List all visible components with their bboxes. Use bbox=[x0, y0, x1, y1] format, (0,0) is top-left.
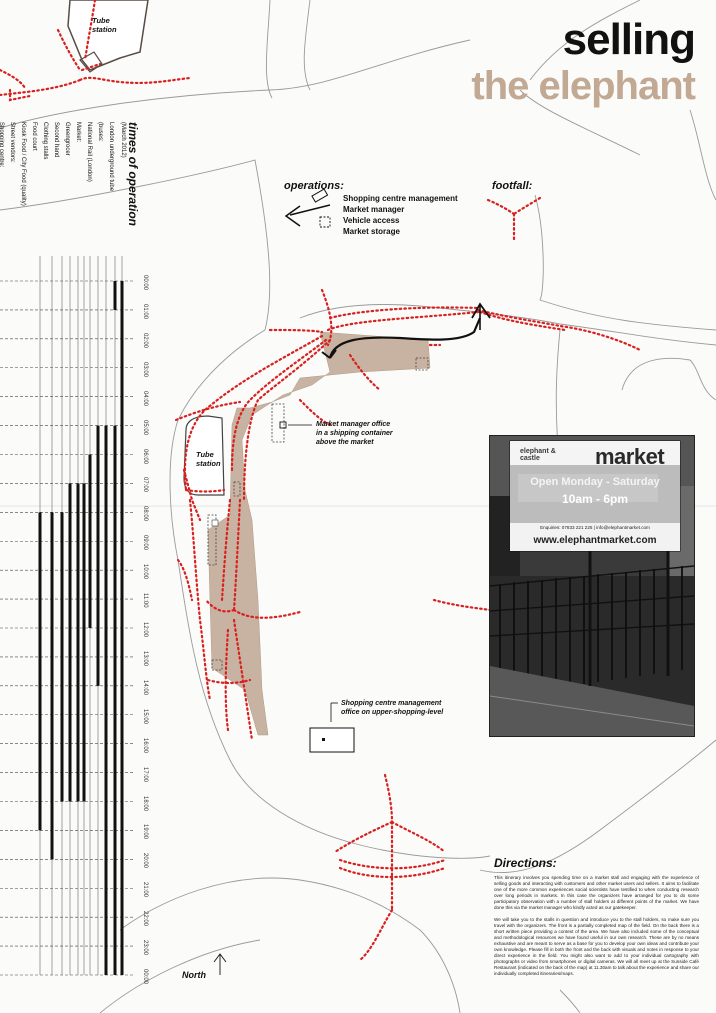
tube-station-top-label: Tube station bbox=[92, 16, 117, 34]
tube-label-line2: station bbox=[92, 25, 117, 34]
times-row-label: Clothing stalls bbox=[42, 122, 48, 160]
shopping-centre-office-box bbox=[309, 727, 355, 753]
title-line2: the elephant bbox=[471, 64, 696, 108]
times-row-label: National Rail (London) bbox=[86, 122, 92, 182]
market-area bbox=[207, 331, 431, 736]
market-sign-photo: elephant & castle market Open Monday - S… bbox=[489, 435, 695, 737]
times-row-label: Greengrocer bbox=[64, 122, 70, 156]
north-label: North bbox=[182, 970, 206, 980]
hour-label: 22:00 bbox=[142, 911, 148, 927]
times-header: times of operation (March 2012) London u… bbox=[0, 122, 160, 282]
hour-label: 18:00 bbox=[142, 795, 148, 811]
hour-label: 00:00 bbox=[142, 969, 148, 985]
operations-legend-list: Shopping centre management Market manage… bbox=[343, 193, 458, 237]
railings bbox=[490, 565, 694, 637]
market-storage-boxes bbox=[207, 357, 429, 671]
sign-brand: elephant & castle bbox=[520, 448, 556, 462]
hour-label: 20:00 bbox=[142, 853, 148, 869]
operations-legend-symbols bbox=[284, 188, 331, 228]
times-row-labels: London underground tube (buses: National R… bbox=[0, 122, 116, 221]
ops-item-shopping-centre: Shopping centre management bbox=[343, 194, 458, 203]
tube-station-mid-label: Tube station bbox=[196, 450, 221, 468]
times-row-label: Food court bbox=[31, 122, 37, 151]
hour-label: 23:00 bbox=[142, 940, 148, 956]
times-row-label: (buses: bbox=[97, 122, 103, 142]
market-manager-office-label: Market manager office in a shipping cont… bbox=[316, 420, 393, 447]
mmo-line2: in a shipping container bbox=[316, 430, 393, 438]
hour-label: 08:00 bbox=[142, 506, 148, 522]
hour-label: 17:00 bbox=[142, 766, 148, 782]
sign-open-days: Open Monday - Saturday bbox=[530, 476, 660, 488]
tube-mid-line1: Tube bbox=[196, 450, 214, 459]
hour-label: 19:00 bbox=[142, 824, 148, 840]
hour-label: 04:00 bbox=[142, 390, 148, 406]
north-arrow-icon bbox=[213, 953, 227, 975]
sco-line1: Shopping centre management bbox=[341, 700, 442, 707]
hour-label: 09:00 bbox=[142, 535, 148, 551]
times-row-label: Second hand bbox=[53, 122, 59, 158]
hour-label: 06:00 bbox=[142, 448, 148, 464]
shopping-centre-office-label: Shopping centre management office on upp… bbox=[341, 699, 443, 717]
hour-label: 14:00 bbox=[142, 679, 148, 695]
tube-station-mid-outline bbox=[183, 415, 225, 496]
sign-open-hours: 10am - 6pm bbox=[561, 492, 629, 506]
footfall-legend-title: footfall: bbox=[492, 180, 533, 192]
hour-label: 21:00 bbox=[142, 882, 148, 898]
ops-item-market-storage: Market storage bbox=[343, 227, 400, 236]
hour-label: 12:00 bbox=[142, 622, 148, 638]
hour-label: 05:00 bbox=[142, 419, 148, 435]
sign-market-word: market bbox=[595, 444, 665, 469]
times-row-label: Market: bbox=[75, 122, 81, 143]
hour-label: 16:00 bbox=[142, 737, 148, 753]
sign-url: www.elephantmarket.com bbox=[533, 535, 657, 546]
operations-legend-title: operations: bbox=[284, 180, 344, 192]
manager-office-marker bbox=[279, 421, 287, 429]
times-row-label: Shopping centre: bbox=[0, 122, 4, 168]
photo-scene bbox=[490, 436, 694, 736]
hour-label: 15:00 bbox=[142, 708, 148, 724]
tube-label-line1: Tube bbox=[92, 16, 110, 25]
directions-paragraph-2: We will take you to the stalls in questi… bbox=[494, 916, 699, 977]
hour-label: 11:00 bbox=[142, 593, 148, 608]
sco-line2: office on upper-shopping-level bbox=[341, 709, 444, 717]
directions-paragraph-1: This itinerary involves you spending tim… bbox=[494, 875, 699, 911]
times-row-label: London underground tube bbox=[108, 122, 114, 192]
directions-title: Directions: bbox=[494, 856, 557, 870]
hour-label: 01:00 bbox=[142, 303, 148, 319]
mmo-line3: above the market bbox=[316, 439, 374, 447]
footfall-legend-symbol bbox=[486, 196, 542, 242]
tube-station-top-outline bbox=[67, 0, 149, 71]
tube-mid-line2: station bbox=[196, 459, 221, 468]
mmo-line1: Market manager office bbox=[316, 421, 391, 428]
hour-label: 10:00 bbox=[142, 564, 148, 580]
directions-text: This itinerary involves you spending tim… bbox=[494, 875, 699, 978]
ops-item-vehicle-access: Vehicle access bbox=[343, 216, 400, 225]
hour-label: 13:00 bbox=[142, 650, 148, 666]
hour-label: 02:00 bbox=[142, 332, 148, 348]
title-line1: selling bbox=[562, 15, 696, 64]
market-manager-route bbox=[328, 317, 482, 359]
hour-label: 07:00 bbox=[142, 477, 148, 493]
sign-enquiries: Enquiries: 07833 221 225 | info@elephant… bbox=[540, 525, 650, 530]
times-row-label: Street vendors: bbox=[9, 122, 15, 163]
timeline-chart bbox=[0, 256, 135, 976]
hour-label: 00:00 bbox=[142, 275, 148, 291]
hour-label: 03:00 bbox=[142, 361, 148, 377]
times-title: times of operation bbox=[126, 122, 140, 227]
times-row-label: Kiosk Food / City Food (quality) bbox=[20, 122, 26, 206]
ops-item-market-manager: Market manager bbox=[343, 205, 405, 214]
